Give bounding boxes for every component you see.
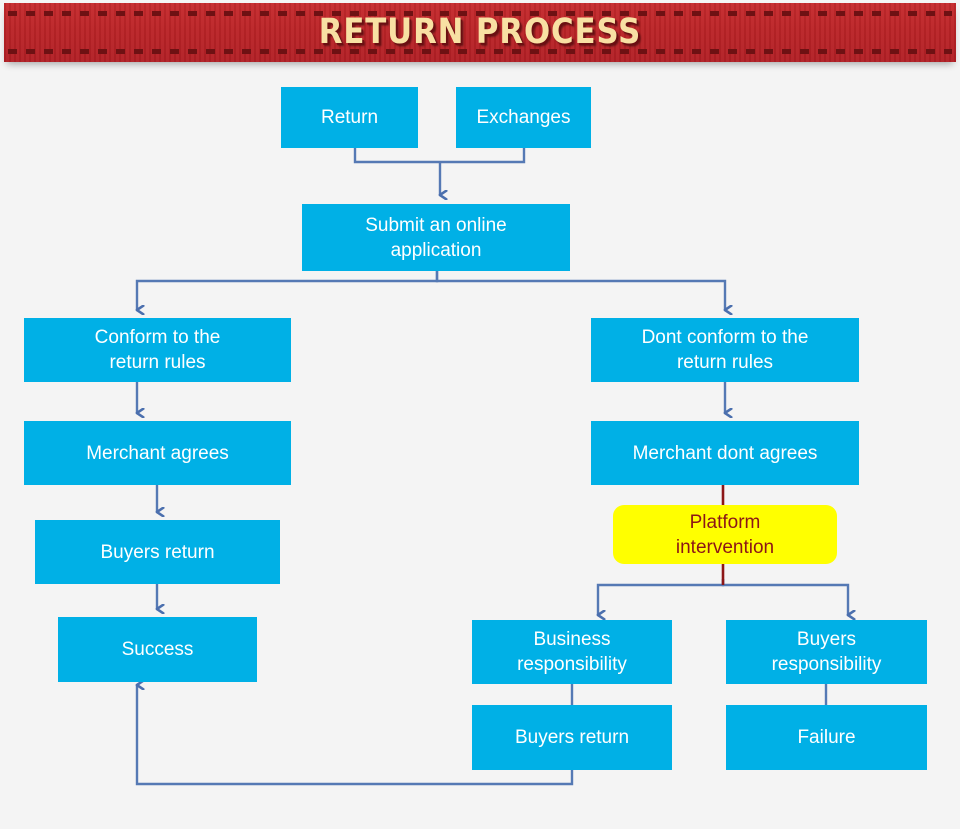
node-dont-conform-line2: return rules	[676, 352, 774, 373]
node-buyers-responsibility[interactable]: Buyers responsibility	[726, 620, 927, 684]
node-business-responsibility[interactable]: Business responsibility	[472, 620, 672, 684]
node-merchant-dont-agrees-label: Merchant dont agrees	[632, 442, 818, 464]
node-dont-conform-label: Dont conform to the return rules	[642, 325, 809, 375]
node-submit-application[interactable]: Submit an online application	[302, 204, 570, 271]
node-submit-line1: Submit an online	[365, 214, 507, 236]
node-conform-label: Conform to the return rules	[95, 325, 221, 375]
node-exchanges[interactable]: Exchanges	[456, 87, 591, 148]
node-success[interactable]: Success	[58, 617, 257, 682]
node-buyers-return-bottom[interactable]: Buyers return	[472, 705, 672, 770]
edge-return-exchanges-join	[353, 148, 526, 164]
header-banner: RETURN PROCESS	[4, 3, 956, 62]
node-platform-intervention[interactable]: Platform intervention	[613, 505, 837, 564]
node-return-label: Return	[320, 107, 379, 128]
node-dont-conform-return-rules[interactable]: Dont conform to the return rules	[591, 318, 859, 382]
node-buyers-return-left-label: Buyers return	[100, 541, 215, 563]
node-buyers-resp-line2: responsibility	[771, 654, 882, 675]
node-exchanges-label: Exchanges	[476, 107, 571, 128]
node-failure[interactable]: Failure	[726, 705, 927, 770]
node-success-label: Success	[121, 639, 194, 660]
page-title: RETURN PROCESS	[318, 12, 642, 52]
node-platform-intervention-label: Platform intervention	[676, 510, 774, 560]
node-conform-line2: return rules	[109, 352, 206, 373]
node-buyers-return-bottom-label: Buyers return	[514, 727, 630, 748]
edge-buyers-return-to-success-loop	[137, 685, 574, 786]
edge-submit-to-dont-conform	[435, 271, 725, 310]
node-merchant-agrees[interactable]: Merchant agrees	[24, 421, 291, 485]
node-platform-line1: Platform	[689, 511, 761, 533]
edge-platform-to-business	[598, 579, 725, 615]
node-buyers-resp-line1: Buyers	[796, 629, 857, 650]
node-merchant-dont-agrees[interactable]: Merchant dont agrees	[591, 421, 859, 485]
flowchart-canvas: Return Exchanges Submit an online applic…	[0, 62, 960, 829]
node-submit-application-label: Submit an online application	[365, 213, 507, 263]
node-failure-label: Failure	[797, 727, 856, 748]
node-business-line1: Business	[533, 629, 611, 650]
node-submit-line2: application	[390, 239, 482, 261]
node-platform-line2: intervention	[675, 536, 775, 558]
node-return[interactable]: Return	[281, 87, 418, 148]
node-conform-line1: Conform to the	[94, 327, 221, 348]
node-business-line2: responsibility	[517, 654, 627, 675]
edge-platform-to-buyers-resp	[721, 579, 848, 615]
node-dont-conform-line1: Dont conform to the	[641, 327, 809, 348]
edge-submit-to-conform	[137, 271, 439, 310]
node-buyers-return-left[interactable]: Buyers return	[35, 520, 280, 584]
node-buyers-responsibility-label: Buyers responsibility	[772, 627, 882, 677]
node-merchant-agrees-label: Merchant agrees	[86, 442, 229, 464]
node-conform-return-rules[interactable]: Conform to the return rules	[24, 318, 291, 382]
node-business-responsibility-label: Business responsibility	[517, 627, 627, 677]
